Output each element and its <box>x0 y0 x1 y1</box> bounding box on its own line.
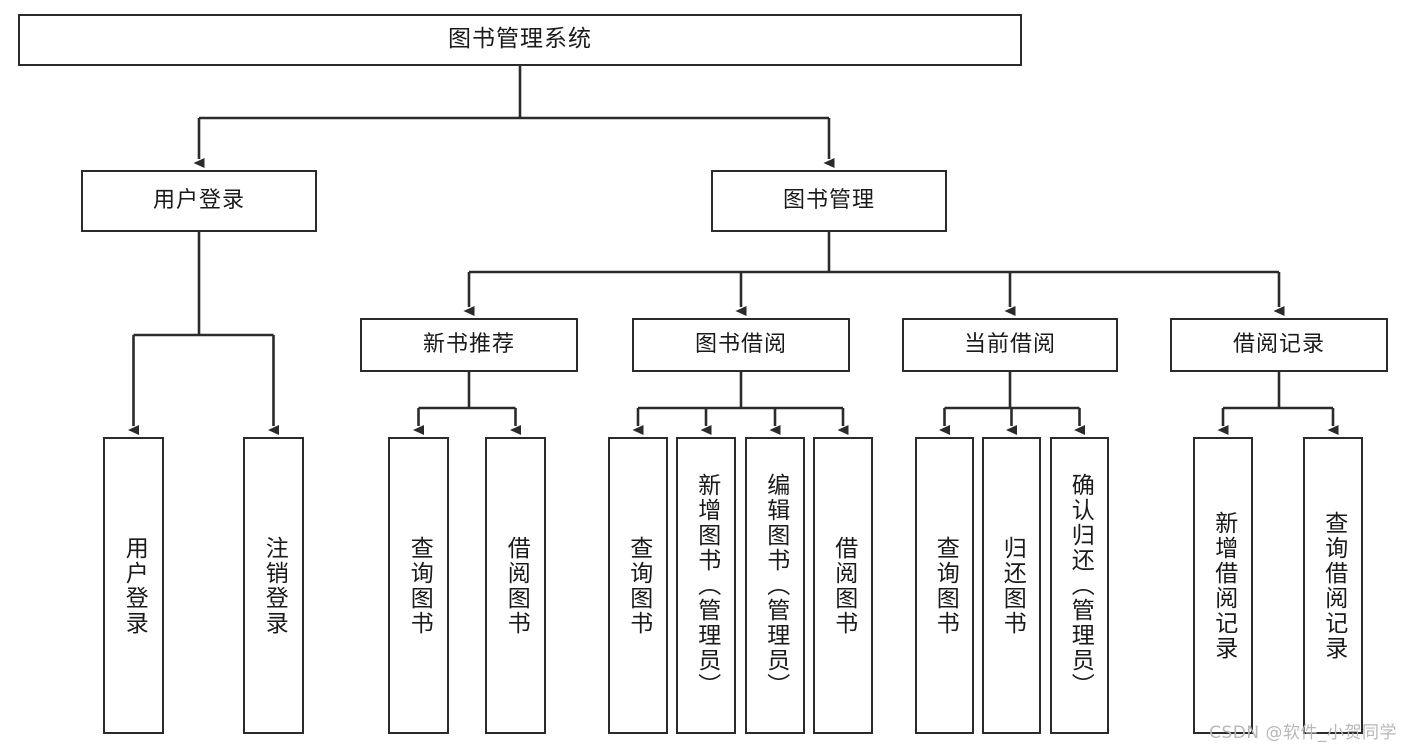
node-leaf-logout[interactable]: 注销登录 <box>243 437 304 734</box>
node-label-user-login: 用户登录 <box>152 187 245 213</box>
node-leaf-add-book-admin[interactable]: 新增图书（管理员） <box>676 437 736 734</box>
node-book-manage[interactable]: 图书管理 <box>711 170 947 232</box>
node-leaf-add-borrow-record[interactable]: 新增借阅记录 <box>1193 437 1253 734</box>
node-label-leaf-query-borrow-record: 查询借阅记录 <box>1320 510 1347 661</box>
node-leaf-return-book[interactable]: 归还图书 <box>982 437 1041 734</box>
node-label-leaf-borrow-book-rec: 借阅图书 <box>503 535 530 636</box>
node-leaf-user-login[interactable]: 用户登录 <box>103 437 164 734</box>
node-label-leaf-add-book-admin: 新增图书（管理员） <box>693 473 720 698</box>
node-label-leaf-logout: 注销登录 <box>261 535 288 636</box>
node-leaf-confirm-return-admin[interactable]: 确认归还（管理员） <box>1050 437 1109 734</box>
node-label-leaf-add-borrow-record: 新增借阅记录 <box>1210 510 1237 661</box>
node-label-borrow-record: 借阅记录 <box>1232 331 1325 357</box>
node-leaf-edit-book-admin[interactable]: 编辑图书（管理员） <box>745 437 805 734</box>
node-label-book-borrow: 图书借阅 <box>694 331 787 357</box>
node-leaf-query-book-borrow[interactable]: 查询图书 <box>608 437 668 734</box>
node-borrow-record[interactable]: 借阅记录 <box>1170 318 1388 372</box>
node-leaf-query-book-rec[interactable]: 查询图书 <box>388 437 449 734</box>
node-leaf-query-borrow-record[interactable]: 查询借阅记录 <box>1303 437 1363 734</box>
node-label-leaf-confirm-return-admin: 确认归还（管理员） <box>1067 473 1094 698</box>
node-label-book-manage: 图书管理 <box>782 187 875 213</box>
node-root[interactable]: 图书管理系统 <box>18 14 1022 66</box>
node-current-borrow[interactable]: 当前借阅 <box>902 318 1118 372</box>
node-label-root: 图书管理系统 <box>448 26 592 53</box>
node-label-leaf-query-book-rec: 查询图书 <box>406 535 433 636</box>
node-label-new-book-recommend: 新书推荐 <box>422 331 515 357</box>
node-label-current-borrow: 当前借阅 <box>963 331 1056 357</box>
node-book-borrow[interactable]: 图书借阅 <box>632 318 850 372</box>
node-leaf-query-book-current[interactable]: 查询图书 <box>915 437 974 734</box>
node-new-book-recommend[interactable]: 新书推荐 <box>360 318 578 372</box>
node-label-leaf-user-login: 用户登录 <box>121 535 148 636</box>
node-label-leaf-query-book-current: 查询图书 <box>932 535 959 636</box>
watermark-text: CSDN @软件_小贺同学 <box>1209 723 1397 743</box>
node-label-leaf-edit-book-admin: 编辑图书（管理员） <box>762 473 789 698</box>
node-user-login[interactable]: 用户登录 <box>81 170 317 232</box>
node-leaf-borrow-book-rec[interactable]: 借阅图书 <box>485 437 546 734</box>
node-label-leaf-borrow-book: 借阅图书 <box>830 535 857 636</box>
node-leaf-borrow-book[interactable]: 借阅图书 <box>813 437 873 734</box>
node-label-leaf-return-book: 归还图书 <box>999 535 1026 636</box>
node-label-leaf-query-book-borrow: 查询图书 <box>625 535 652 636</box>
